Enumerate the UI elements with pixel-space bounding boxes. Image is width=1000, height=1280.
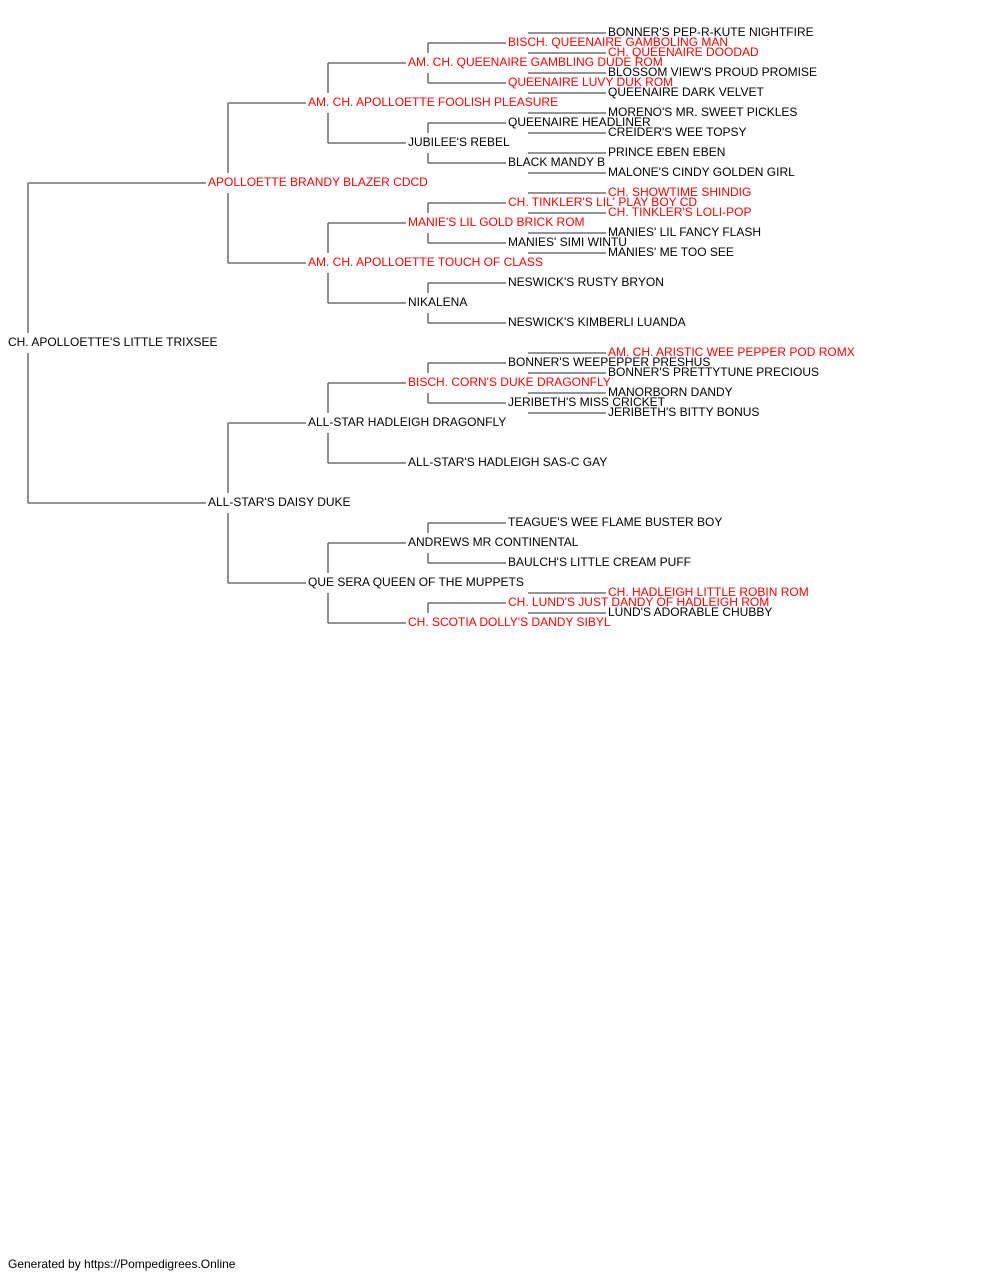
dam-name-gen5: CH. QUEENAIRE DOODAD: [608, 45, 759, 59]
sire-name-gen5: PRINCE EBEN EBEN: [608, 145, 725, 159]
sire-name-gen5: BLOSSOM VIEW'S PROUD PROMISE: [608, 65, 817, 79]
sire-name-gen1: APOLLOETTE BRANDY BLAZER CDCD: [208, 175, 428, 189]
sire-name-gen2: ALL-STAR HADLEIGH DRAGONFLY: [308, 415, 506, 429]
sire-name-gen3: MANIE'S LIL GOLD BRICK ROM: [408, 215, 585, 229]
sire-name-gen4: BONNER'S WEEPEPPER PRESHUS: [508, 355, 710, 369]
dam-name-gen5: CREIDER'S WEE TOPSY: [608, 125, 747, 139]
dam-name-gen3: ALL-STAR'S HADLEIGH SAS-C GAY: [408, 455, 607, 469]
dam-name-gen5: JERIBETH'S BITTY BONUS: [608, 405, 759, 419]
dam-name-gen3: NIKALENA: [408, 295, 467, 309]
dam-name-gen1: ALL-STAR'S DAISY DUKE: [208, 495, 351, 509]
sire-name-gen3: ANDREWS MR CONTINENTAL: [408, 535, 579, 549]
dam-name-gen2: AM. CH. APOLLOETTE TOUCH OF CLASS: [308, 255, 543, 269]
dam-name-gen3: JUBILEE'S REBEL: [408, 135, 510, 149]
sire-name-gen5: AM. CH. ARISTIC WEE PEPPER POD ROMX: [608, 345, 855, 359]
dam-name-gen5: QUEENAIRE DARK VELVET: [608, 85, 764, 99]
dam-name-gen5: MALONE'S CINDY GOLDEN GIRL: [608, 165, 795, 179]
dam-name-gen5: LUND'S ADORABLE CHUBBY: [608, 605, 772, 619]
sire-name-gen5: CH. HADLEIGH LITTLE ROBIN ROM: [608, 585, 809, 599]
sire-name-gen5: MANORBORN DANDY: [608, 385, 733, 399]
dam-name-gen4: QUEENAIRE LUVY DUK ROM: [508, 75, 673, 89]
dam-name-gen5: CH. TINKLER'S LOLI-POP: [608, 205, 751, 219]
dam-name-gen5: BONNER'S PRETTYTUNE PRECIOUS: [608, 365, 819, 379]
subject-dog-name: CH. APOLLOETTE'S LITTLE TRIXSEE: [8, 335, 217, 349]
sire-name-gen3: BISCH. CORN'S DUKE DRAGONFLY: [408, 375, 611, 389]
dam-name-gen2: QUE SERA QUEEN OF THE MUPPETS: [308, 575, 524, 589]
sire-name-gen4: BISCH. QUEENAIRE GAMBOLING MAN: [508, 35, 728, 49]
dam-name-gen3: CH. SCOTIA DOLLY'S DANDY SIBYL: [408, 615, 611, 629]
dam-name-gen4: BAULCH'S LITTLE CREAM PUFF: [508, 555, 691, 569]
dam-name-gen4: NESWICK'S KIMBERLI LUANDA: [508, 315, 686, 329]
sire-name-gen5: CH. SHOWTIME SHINDIG: [608, 185, 751, 199]
dam-name-gen4: MANIES' SIMI WINTU: [508, 235, 627, 249]
dam-name-gen4: JERIBETH'S MISS CRICKET: [508, 395, 666, 409]
sire-name-gen4: NESWICK'S RUSTY BRYON: [508, 275, 664, 289]
sire-name-gen5: MORENO'S MR. SWEET PICKLES: [608, 105, 797, 119]
sire-name-gen4: CH. TINKLER'S LIL' PLAY BOY CD: [508, 195, 697, 209]
dam-name-gen5: MANIES' ME TOO SEE: [608, 245, 734, 259]
sire-name-gen4: CH. LUND'S JUST DANDY OF HADLEIGH ROM: [508, 595, 769, 609]
sire-name-gen4: QUEENAIRE HEADLINER: [508, 115, 651, 129]
sire-name-gen4: TEAGUE'S WEE FLAME BUSTER BOY: [508, 515, 722, 529]
generator-credit: Generated by https://Pompedigrees.Online: [8, 1257, 236, 1271]
sire-name-gen3: AM. CH. QUEENAIRE GAMBLING DUDE ROM: [408, 55, 663, 69]
sire-name-gen5: BONNER'S PEP-R-KUTE NIGHTFIRE: [608, 25, 814, 39]
sire-name-gen2: AM. CH. APOLLOETTE FOOLISH PLEASURE: [308, 95, 558, 109]
dam-name-gen4: BLACK MANDY B: [508, 155, 605, 169]
sire-name-gen5: MANIES' LIL FANCY FLASH: [608, 225, 761, 239]
